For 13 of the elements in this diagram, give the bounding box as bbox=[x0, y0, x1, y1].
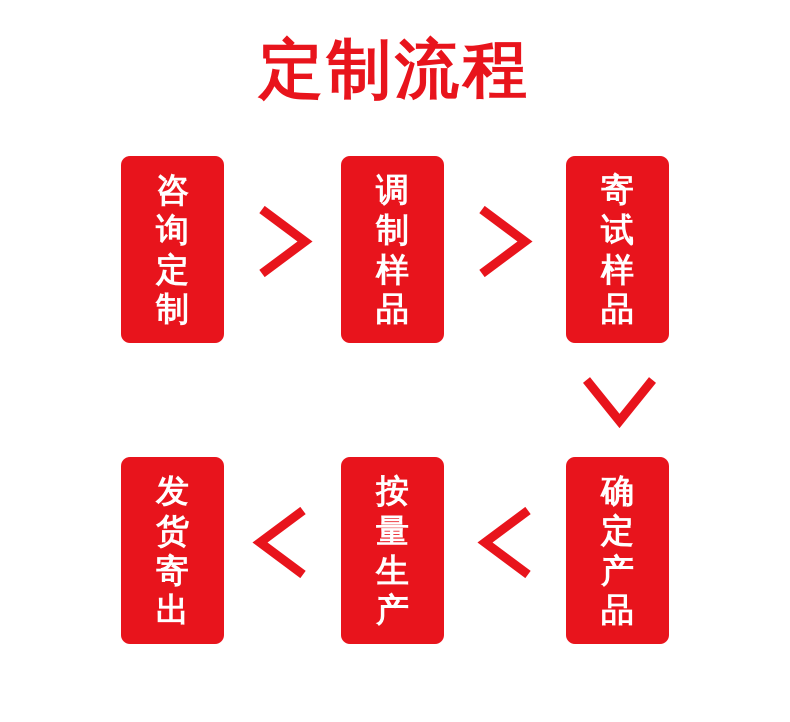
title: 定制流程 bbox=[256, 32, 532, 109]
step-label: 咨询定制 bbox=[156, 170, 189, 329]
step-label: 按量生产 bbox=[376, 471, 409, 630]
step-label: 发货寄出 bbox=[156, 471, 189, 630]
step-label: 寄试样品 bbox=[601, 170, 634, 329]
process-box bbox=[566, 156, 669, 343]
process-box bbox=[341, 156, 444, 343]
step-label: 确定产品 bbox=[601, 471, 634, 630]
step-label: 调制样品 bbox=[376, 170, 409, 329]
process-box bbox=[121, 156, 224, 343]
process-box bbox=[341, 457, 444, 644]
process-box bbox=[121, 457, 224, 644]
process-box bbox=[566, 457, 669, 644]
